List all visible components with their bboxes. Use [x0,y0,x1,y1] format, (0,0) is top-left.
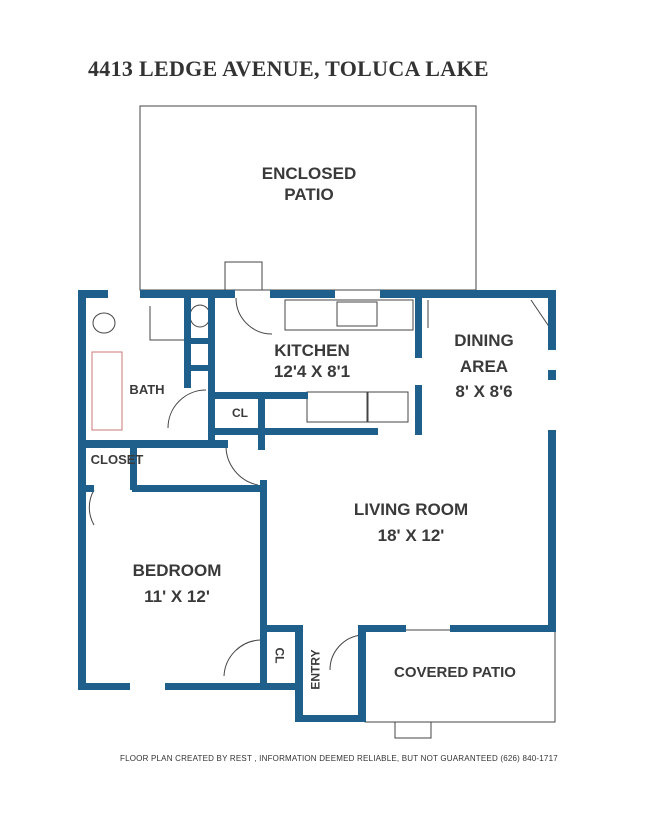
dining-label: DINING AREA 8' X 8'6 [454,328,514,405]
enclosed-patio-name-2: PATIO [284,185,334,205]
bedroom-closet-label: CL [272,647,287,664]
kitchen-sink [336,301,378,327]
patio-step [224,261,263,291]
kitchen-door-swing [235,297,273,335]
kitchen-label: KITCHEN 12'4 X 8'1 [274,340,350,383]
water-heater [189,304,211,328]
living-room-label: LIVING ROOM 18' X 12' [354,497,468,548]
entry-door-swing [329,634,363,671]
kitchen-fridge [306,391,368,423]
enclosed-patio-label: ENCLOSED PATIO [262,163,356,206]
kitchen-size: 12'4 X 8'1 [273,362,351,382]
patio-outlines [88,105,556,739]
living-room-size: 18' X 12' [377,525,445,545]
closet-label: CLOSET [90,452,144,467]
toilet [92,312,116,334]
bathtub [91,351,123,431]
walls [78,290,556,722]
bath-label: BATH [129,382,165,397]
closet-door-swing [88,489,95,526]
entry-label: ENTRY [308,649,323,690]
plan-title: 4413 LEDGE AVENUE, TOLUCA LAKE [88,56,489,81]
bedroom-label: BEDROOM 11' X 12' [133,558,222,609]
closet-small-label: CL [232,406,248,420]
dining-size: 8' X 8'6 [455,382,513,401]
bedroom-size: 11' X 12' [144,586,210,606]
kitchen-stove [367,391,409,423]
bath-door-swing [167,389,207,429]
bath-vanity [149,300,186,341]
footer-disclaimer: FLOOR PLAN CREATED BY REST , INFORMATION… [120,754,558,763]
hall-door-swing [225,444,259,486]
bedroom-closet-door-swing [223,639,261,677]
bedroom-name: BEDROOM [132,561,222,580]
living-room-name: LIVING ROOM [353,500,469,519]
covered-patio-label: COVERED PATIO [394,664,516,681]
kitchen-name: KITCHEN [274,341,350,360]
dining-name-2: AREA [459,356,509,376]
dining-corners [427,299,551,329]
covered-patio-step [394,721,432,739]
enclosed-patio-name-1: ENCLOSED [261,164,357,183]
kitchen-counter [284,299,414,331]
dining-name-1: DINING [454,331,514,350]
